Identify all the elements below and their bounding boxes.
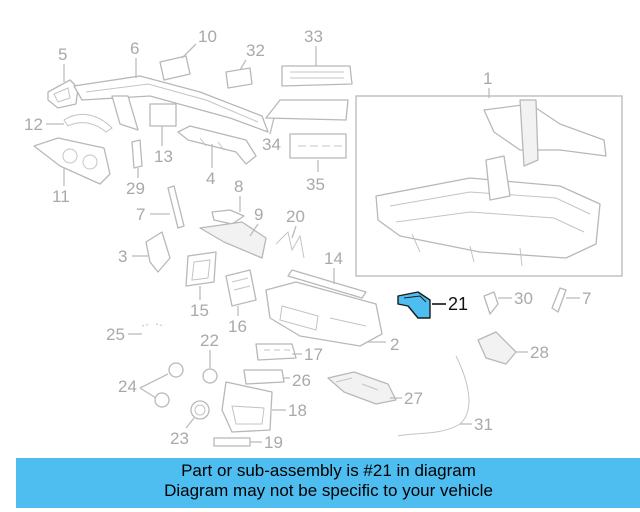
label-11: 11 bbox=[52, 187, 70, 206]
label-1: 1 bbox=[483, 69, 492, 88]
part-7-left-shape bbox=[167, 185, 185, 229]
label-3: 3 bbox=[118, 247, 127, 266]
part-27-shape bbox=[327, 371, 397, 405]
label-29: 29 bbox=[126, 179, 145, 198]
part-25-shape bbox=[141, 323, 165, 327]
leader-9 bbox=[249, 223, 259, 237]
part-24-shape bbox=[154, 362, 184, 408]
part-29-shape bbox=[131, 139, 143, 169]
part-20-shape bbox=[275, 231, 305, 259]
part-18-shape bbox=[221, 381, 273, 433]
label-28: 28 bbox=[530, 343, 549, 362]
label-21: 21 bbox=[448, 294, 468, 314]
part-16-shape bbox=[225, 269, 257, 307]
info-banner: Part or sub-assembly is #21 in diagram D… bbox=[16, 458, 640, 508]
label-34: 34 bbox=[262, 135, 281, 154]
part-23-shape bbox=[190, 400, 210, 420]
part-14-shape bbox=[287, 269, 367, 299]
part-9-shape bbox=[199, 221, 267, 259]
label-26: 26 bbox=[292, 371, 311, 390]
label-25: 25 bbox=[106, 325, 125, 344]
label-19: 19 bbox=[264, 433, 283, 452]
part-4-shape bbox=[177, 125, 257, 165]
label-7-right: 7 bbox=[582, 289, 591, 308]
part-33-shape bbox=[281, 65, 353, 87]
part-22-shape bbox=[202, 368, 218, 384]
label-20: 20 bbox=[286, 207, 305, 226]
label-9: 9 bbox=[254, 205, 263, 224]
label-15: 15 bbox=[190, 301, 209, 320]
label-14: 14 bbox=[324, 249, 343, 268]
part-28-shape bbox=[477, 331, 517, 365]
label-32: 32 bbox=[246, 41, 265, 60]
label-7-left: 7 bbox=[136, 205, 145, 224]
leader-23 bbox=[185, 417, 195, 429]
label-18: 18 bbox=[288, 401, 307, 420]
part-17-shape bbox=[255, 343, 297, 361]
label-33: 33 bbox=[304, 27, 323, 46]
leader-24 bbox=[139, 373, 169, 399]
label-10: 10 bbox=[198, 27, 217, 46]
part-35-shape bbox=[289, 133, 347, 159]
part-30-shape bbox=[483, 291, 499, 315]
label-2: 2 bbox=[390, 335, 399, 354]
label-8: 8 bbox=[234, 177, 243, 196]
part-12-shape bbox=[63, 113, 113, 133]
label-24: 24 bbox=[118, 377, 137, 396]
part-2-shape bbox=[265, 281, 383, 347]
label-31: 31 bbox=[474, 415, 493, 434]
banner-line-1: Part or sub-assembly is #21 in diagram bbox=[181, 461, 476, 480]
leader-34 bbox=[269, 117, 275, 135]
part-10-shape bbox=[159, 55, 191, 81]
label-22: 22 bbox=[200, 331, 219, 350]
leader-10 bbox=[181, 43, 197, 59]
label-35: 35 bbox=[306, 175, 325, 194]
label-30: 30 bbox=[514, 289, 533, 308]
part-1-shape bbox=[375, 99, 607, 267]
part-7-right-shape bbox=[551, 287, 567, 313]
label-23: 23 bbox=[170, 429, 189, 448]
label-13: 13 bbox=[154, 147, 173, 166]
part-11-shape bbox=[33, 137, 111, 185]
part-32-shape bbox=[225, 67, 253, 89]
label-4: 4 bbox=[206, 169, 215, 188]
label-27: 27 bbox=[404, 389, 423, 408]
part-15-shape bbox=[185, 251, 217, 287]
part-19-shape bbox=[213, 437, 251, 447]
part-26-shape bbox=[243, 369, 285, 385]
leader-32 bbox=[239, 59, 247, 71]
label-5: 5 bbox=[58, 45, 67, 64]
banner-line-2: Diagram may not be specific to your vehi… bbox=[164, 481, 493, 500]
part-3-shape bbox=[145, 231, 171, 273]
leader-20 bbox=[291, 225, 297, 239]
label-17: 17 bbox=[304, 345, 323, 364]
part-21-shape[interactable] bbox=[397, 291, 431, 319]
part-8-shape bbox=[211, 209, 245, 225]
label-16: 16 bbox=[228, 317, 247, 336]
part-6-shape bbox=[73, 75, 269, 133]
part-34-shape bbox=[265, 99, 349, 121]
label-12: 12 bbox=[24, 115, 43, 134]
part-13-shape bbox=[149, 103, 177, 127]
part-5-shape bbox=[47, 79, 79, 109]
label-6: 6 bbox=[130, 39, 139, 58]
